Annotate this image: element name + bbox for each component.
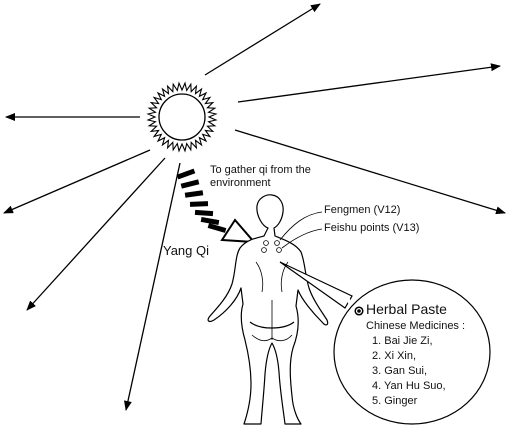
medicine-item-5: 5. Ginger	[372, 395, 418, 407]
fengmen-label: Fengmen (V12)	[324, 204, 401, 216]
acupoints	[261, 240, 282, 253]
ray-se	[234, 129, 506, 215]
gather-qi-note: To gather qi from the environment	[210, 164, 311, 190]
feishu-point-left	[261, 247, 267, 253]
medicine-item-3: 3. Gan Sui,	[372, 365, 428, 377]
yang-qi-label: Yang Qi	[163, 243, 210, 258]
ray-e	[237, 63, 501, 103]
qi-dash	[176, 168, 196, 180]
gather-qi-line-2: environment	[210, 177, 271, 189]
qi-dash	[180, 179, 200, 189]
fengmen-point-left	[263, 240, 269, 246]
herbal-paste-title: Herbal Paste	[366, 301, 447, 317]
qi-dash	[189, 201, 209, 207]
gather-qi-line-1: To gather qi from the	[210, 164, 311, 176]
feishu-label: Feishu points (V13)	[324, 222, 420, 234]
qi-dash	[194, 209, 214, 217]
yang-qi-arrowhead	[220, 218, 257, 244]
sun-disc	[158, 93, 206, 141]
callout-bubble	[333, 279, 491, 425]
ray-sw1	[3, 149, 151, 214]
qi-stream	[176, 168, 227, 233]
ray-ne	[204, 3, 321, 76]
human-figure	[207, 194, 329, 425]
qi-dash	[207, 223, 227, 233]
qi-dash	[184, 190, 204, 198]
medicine-item-1: 1. Bai Jie Zi,	[372, 335, 433, 347]
ray-sw2	[26, 157, 166, 311]
point-leaders	[279, 211, 323, 249]
feishu-point-right	[276, 247, 282, 253]
sun-rays	[3, 3, 506, 411]
chinese-medicines-heading: Chinese Medicines :	[366, 320, 466, 332]
sun-icon	[146, 81, 218, 153]
medicine-item-2: 2. Xi Xin,	[372, 350, 417, 362]
medicine-item-4: 4. Yan Hu Suo,	[372, 380, 446, 392]
ray-s	[124, 162, 181, 411]
fengmen-point-right	[274, 240, 280, 246]
qi-dash	[200, 216, 220, 226]
